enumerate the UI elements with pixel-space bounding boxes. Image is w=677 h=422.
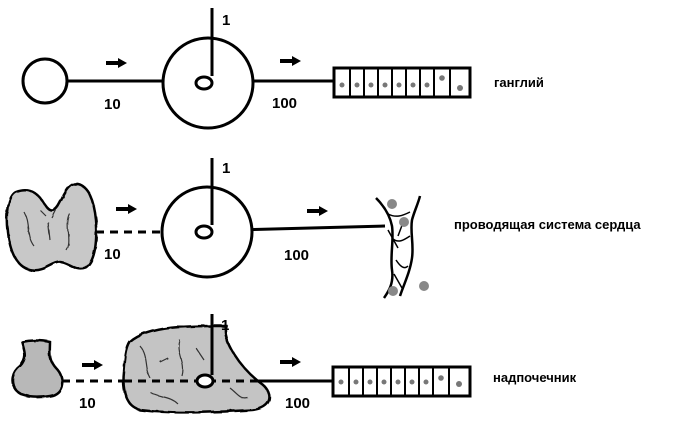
arrow-right-icon [116,204,137,214]
right-count: 100 [272,95,297,112]
arrow-right-icon [280,56,301,66]
top-count: 1 [222,160,230,177]
left-count: 10 [104,96,121,113]
organ-label: проводящая система сердца [454,217,641,232]
right-count: 100 [285,395,310,412]
adrenal-gland-shape [122,324,271,414]
row-heart-conduction: 10 100 1 проводящая система сердца [6,158,641,299]
organ-label: ганглий [494,75,544,90]
top-count: 1 [222,12,230,29]
cell-chain-icon [331,365,472,398]
arrow-right-icon [82,360,103,370]
arrow-right-icon [307,206,328,216]
row-adrenal: 10 100 1 [11,314,577,414]
left-count: 10 [104,246,121,263]
cell-circle-icon [21,57,69,105]
neuron-nucleus [194,224,214,240]
organ-label: надпочечник [493,370,577,385]
row-ganglion: 10 100 1 [21,8,544,130]
pituitary-gland-icon [11,339,64,399]
cell-chain-icon [332,66,472,99]
heart-fiber-icon [375,195,429,299]
arrow-right-icon [280,357,301,367]
right-count: 100 [284,247,309,264]
neuron-nucleus [194,75,214,91]
arrow-right-icon [106,58,127,68]
neuron-nucleus [195,373,215,389]
left-count: 10 [79,395,96,412]
top-count: 1 [221,317,229,334]
thyroid-gland-icon [6,182,98,272]
